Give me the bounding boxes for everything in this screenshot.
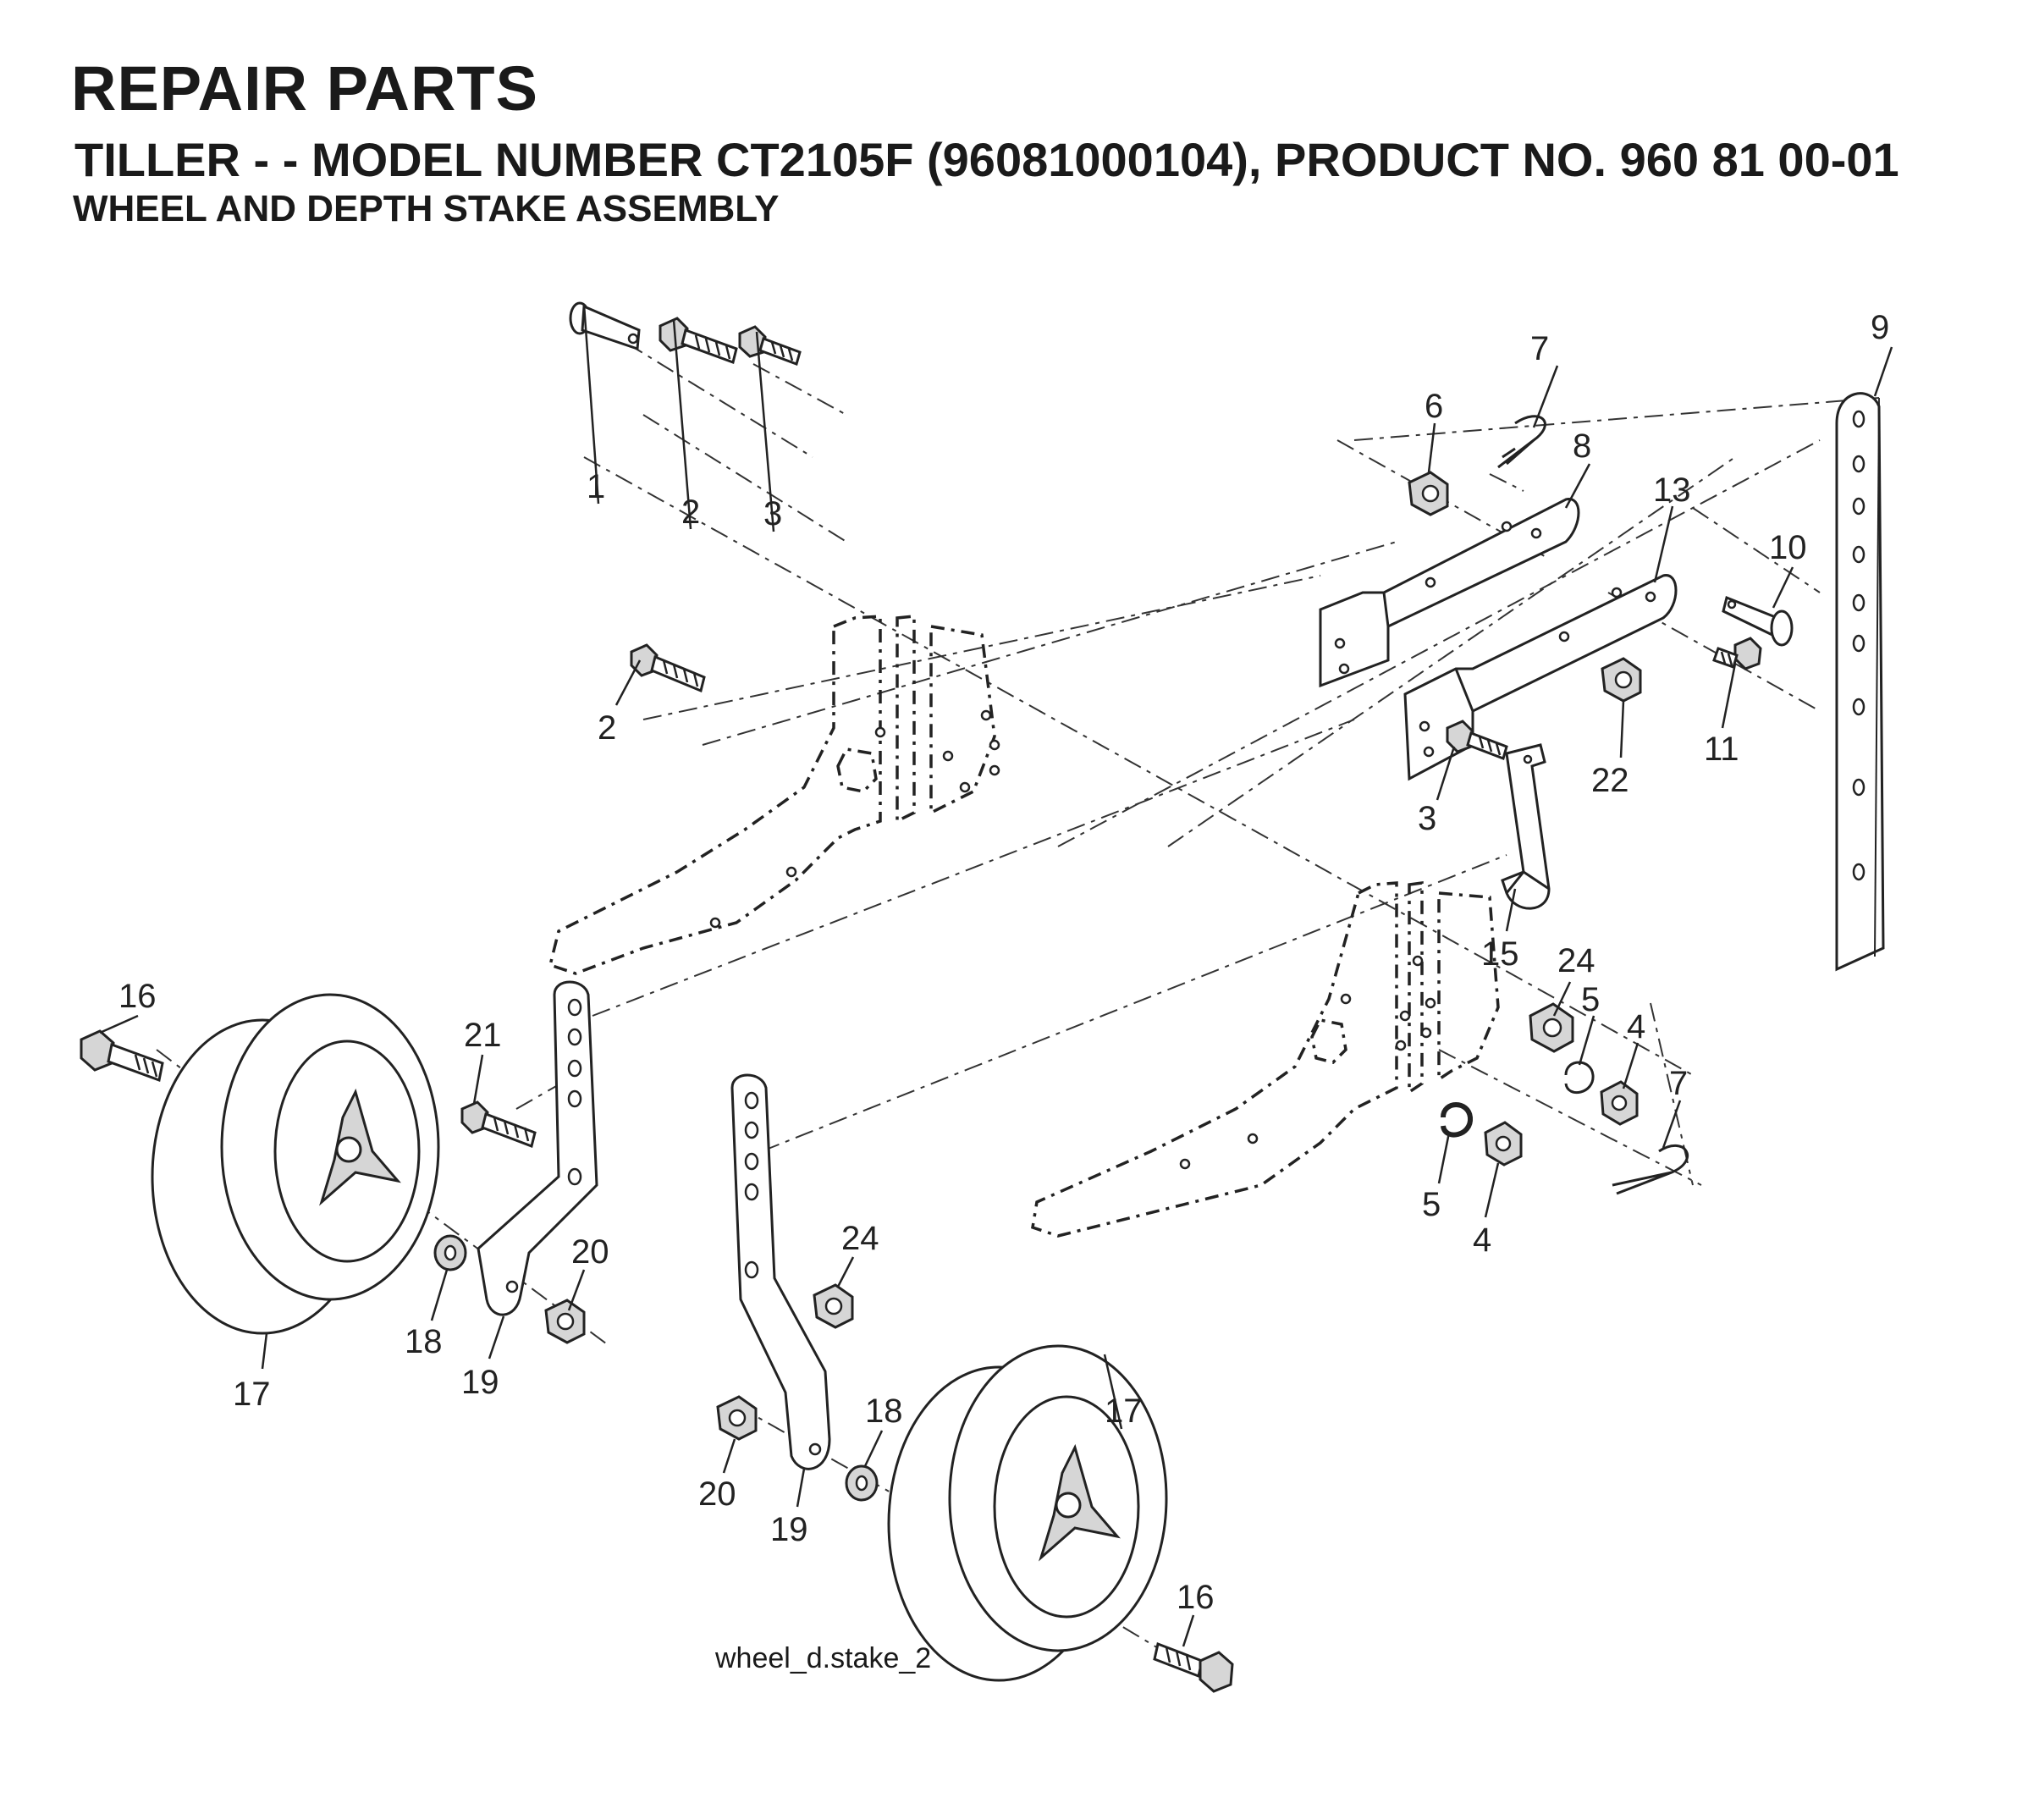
callout-20: 20 xyxy=(571,1233,609,1271)
callout-4: 4 xyxy=(1473,1222,1491,1259)
bracket-8 xyxy=(1319,498,1580,688)
callout-1: 1 xyxy=(587,468,605,505)
drawing-filename: wheel_d.stake_2 xyxy=(715,1642,932,1674)
bracket-19-right xyxy=(730,1073,831,1470)
clevis-pin-10 xyxy=(1722,595,1794,647)
callout-22: 22 xyxy=(1591,762,1629,799)
bolt-21 xyxy=(460,1100,537,1149)
callout-19: 19 xyxy=(770,1511,808,1548)
hex-nut-20-right xyxy=(716,1395,758,1441)
callout-7: 7 xyxy=(1530,330,1549,367)
callout-17: 17 xyxy=(1105,1393,1143,1430)
callout-5: 5 xyxy=(1581,981,1600,1018)
callout-24: 24 xyxy=(841,1220,879,1257)
callout-19: 19 xyxy=(461,1364,499,1401)
callout-20: 20 xyxy=(698,1475,736,1513)
hairpin-clip-7-top xyxy=(1497,415,1546,469)
lock-washer-5-right xyxy=(1564,1061,1595,1094)
hex-nut-4-lower xyxy=(1484,1121,1523,1166)
lock-nut-24-left xyxy=(813,1283,854,1329)
callout-16: 16 xyxy=(118,978,157,1015)
right-tine-frame xyxy=(1031,881,1500,1238)
callout-17: 17 xyxy=(233,1376,271,1413)
callout-18: 18 xyxy=(865,1393,903,1430)
callout-2: 2 xyxy=(598,709,616,747)
callout-3: 3 xyxy=(1418,800,1436,837)
callout-2: 2 xyxy=(681,494,700,531)
callout-13: 13 xyxy=(1653,472,1691,509)
wheel-17-right xyxy=(887,1344,1168,1682)
callout-16: 16 xyxy=(1177,1579,1215,1616)
lock-washer-5-lower xyxy=(1441,1102,1473,1138)
hex-nut-6 xyxy=(1408,471,1449,516)
callout-11: 11 xyxy=(1704,731,1739,768)
callout-3: 3 xyxy=(763,495,782,532)
callout-labels: 1 2 2 3 3 4 4 5 5 6 7 7 8 9 10 11 13 15 … xyxy=(118,309,1889,1616)
callout-9: 9 xyxy=(1871,309,1889,346)
leader-lines xyxy=(99,304,1893,1647)
bracket-13 xyxy=(1403,574,1678,781)
washer-18-right xyxy=(845,1464,879,1502)
callout-7: 7 xyxy=(1669,1065,1688,1102)
callout-15: 15 xyxy=(1481,935,1519,973)
lock-nut-24-right xyxy=(1529,1002,1574,1053)
callout-21: 21 xyxy=(464,1017,502,1054)
callout-4: 4 xyxy=(1627,1008,1645,1045)
assembly-title: WHEEL AND DEPTH STAKE ASSEMBLY xyxy=(73,188,780,229)
depth-stake-9 xyxy=(1835,392,1885,972)
bolt-2-lower xyxy=(630,643,706,693)
bolt-16-left xyxy=(80,1029,164,1083)
left-tine-frame xyxy=(548,615,1000,975)
bolt-3-top xyxy=(738,325,802,366)
bolt-3-right xyxy=(1446,720,1508,760)
model-subtitle: TILLER - - MODEL NUMBER CT2105F (9608100… xyxy=(74,133,1899,186)
hex-nut-4-right xyxy=(1600,1080,1639,1126)
washer-18-left xyxy=(433,1234,467,1271)
bolt-16-right xyxy=(1153,1641,1234,1693)
clevis-pin-1 xyxy=(569,301,641,351)
hex-nut-22 xyxy=(1601,657,1642,703)
callout-24: 24 xyxy=(1557,942,1595,979)
hex-nut-20-left xyxy=(544,1299,586,1344)
bracket-19-left xyxy=(477,980,598,1316)
depth-stake-guide-15 xyxy=(1501,743,1551,910)
bolt-2-top xyxy=(659,317,738,364)
callout-10: 10 xyxy=(1769,529,1807,566)
callout-8: 8 xyxy=(1573,427,1591,465)
wheel-17-left xyxy=(151,993,440,1335)
callout-6: 6 xyxy=(1425,388,1443,425)
page-title: REPAIR PARTS xyxy=(71,53,538,124)
hairpin-clip-7-bottom xyxy=(1612,1144,1689,1195)
callout-5: 5 xyxy=(1422,1186,1441,1223)
callout-18: 18 xyxy=(405,1323,443,1360)
